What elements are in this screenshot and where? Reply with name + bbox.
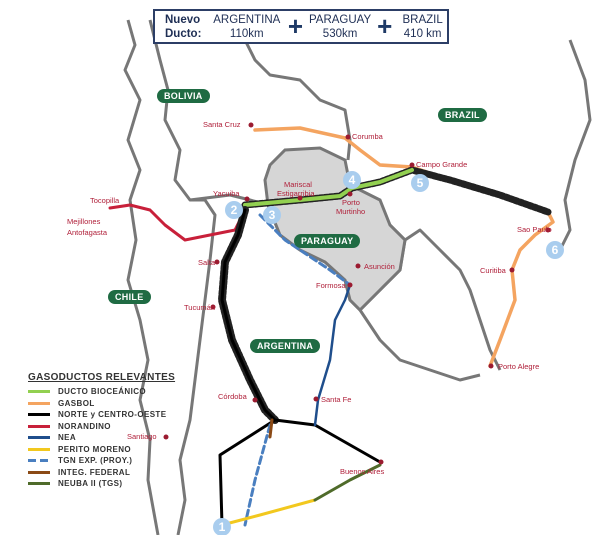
plus-icon: + xyxy=(287,11,304,41)
city-tocopilla: Tocopilla xyxy=(90,196,120,205)
city-santa-cruz: Santa Cruz xyxy=(203,120,241,129)
city-yacuiba: Yacuiba xyxy=(213,189,240,198)
segment-country: BRAZIL xyxy=(402,13,443,26)
legend-item: TGN EXP. (PROY.) xyxy=(28,455,175,467)
city-estigarribia: Estigarribia xyxy=(277,189,315,198)
legend-title: GASODUCTOS RELEVANTES xyxy=(28,372,176,383)
tgn-pipeline xyxy=(243,213,352,527)
legend-swatch xyxy=(28,424,50,428)
city-santa-fe: Santa Fe xyxy=(321,395,352,404)
legend-label: GASBOL xyxy=(58,398,95,408)
segment-length: 410 km xyxy=(403,27,442,40)
city-porto-alegre: Porto Alegre xyxy=(498,362,540,371)
header-label-2: Ducto: xyxy=(165,27,202,40)
segment-length: 530km xyxy=(322,27,358,40)
marker-2: 2 xyxy=(225,201,243,219)
perito-moreno-pipeline xyxy=(220,498,317,527)
norandino-pipeline xyxy=(108,203,247,242)
nea-pipeline xyxy=(313,283,352,427)
city-antofagasta: Antofagasta xyxy=(67,228,108,237)
city-mejillones: Mejillones xyxy=(67,217,101,226)
legend-swatch xyxy=(28,390,50,394)
legend-swatch xyxy=(28,401,50,405)
city-santiago: Santiago xyxy=(127,432,157,441)
city-cordoba: Córdoba xyxy=(218,392,247,401)
marker-5: 5 xyxy=(411,174,429,192)
city-salta: Salta xyxy=(198,258,216,267)
legend-swatch xyxy=(28,482,50,486)
marker-6: 6 xyxy=(546,241,564,259)
plus-icon: + xyxy=(377,11,393,41)
segment-country: ARGENTINA xyxy=(213,13,281,26)
legend-item: NORTE y CENTRO-OESTE xyxy=(28,409,175,421)
legend-item: NEUBA II (TGS) xyxy=(28,478,175,490)
city-porto: Porto xyxy=(342,198,360,207)
country-label-chile: CHILE xyxy=(108,290,151,304)
legend-swatch xyxy=(28,470,50,474)
city-curitiba: Curitiba xyxy=(480,266,506,275)
legend-item: NORANDINO xyxy=(28,421,175,433)
legend-label: NEA xyxy=(58,433,77,443)
country-label-brazil: BRAZIL xyxy=(438,108,487,122)
city-buenos-aires: Buenos Aires xyxy=(340,467,385,476)
legend-item: INTEG. FEDERAL xyxy=(28,467,175,479)
city-asuncion: Asunción xyxy=(364,262,395,271)
legend-label: TGN EXP. (PROY.) xyxy=(58,456,133,466)
integ-federal-pipeline xyxy=(268,418,274,439)
legend-swatch xyxy=(28,459,50,463)
legend-label: NEUBA II (TGS) xyxy=(58,479,123,489)
legend-label: PERITO MORENO xyxy=(58,444,132,454)
segment-country: PARAGUAY xyxy=(308,13,372,26)
legend-swatch xyxy=(28,436,50,440)
legend-swatch xyxy=(28,413,50,417)
marker-1: 1 xyxy=(213,518,231,535)
city-campo-grande: Campo Grande xyxy=(416,160,468,169)
segment-length: 110km xyxy=(229,27,264,40)
marker-4: 4 xyxy=(343,171,361,189)
country-label-paraguay: PARAGUAY xyxy=(294,234,361,248)
legend-item: PERITO MORENO xyxy=(28,444,175,456)
country-label-bolivia: BOLIVIA xyxy=(157,89,210,103)
legend-label: NORANDINO xyxy=(58,421,111,431)
city-tucuman: Tucumán xyxy=(184,303,215,312)
header-label-1: Nuevo xyxy=(165,13,201,26)
city-corumba: Corumba xyxy=(352,132,383,141)
legend-label: INTEG. FEDERAL xyxy=(58,467,131,477)
marker-3: 3 xyxy=(263,206,281,224)
norte-pipeline xyxy=(218,208,382,527)
city-sao-paulo: Sao Paulo xyxy=(517,225,552,234)
legend-item: DUCTO BIOCEÁNICO xyxy=(28,386,175,398)
country-label-argentina: ARGENTINA xyxy=(250,339,321,353)
neuba-pipeline xyxy=(313,463,382,502)
city-dots xyxy=(163,122,551,465)
city-formosa: Formosa xyxy=(316,281,346,290)
city-murtinho: Murtinho xyxy=(336,207,366,216)
bioceanico-pipeline xyxy=(243,168,414,207)
legend-label: NORTE y CENTRO-OESTE xyxy=(58,410,167,420)
legend-swatch xyxy=(28,447,50,451)
city-mariscal: Mariscal xyxy=(284,180,312,189)
legend-item: NEA xyxy=(28,432,175,444)
legend-item: GASBOL xyxy=(28,398,175,410)
legend-label: DUCTO BIOCEÁNICO xyxy=(58,387,147,397)
norte-outline xyxy=(218,206,279,424)
